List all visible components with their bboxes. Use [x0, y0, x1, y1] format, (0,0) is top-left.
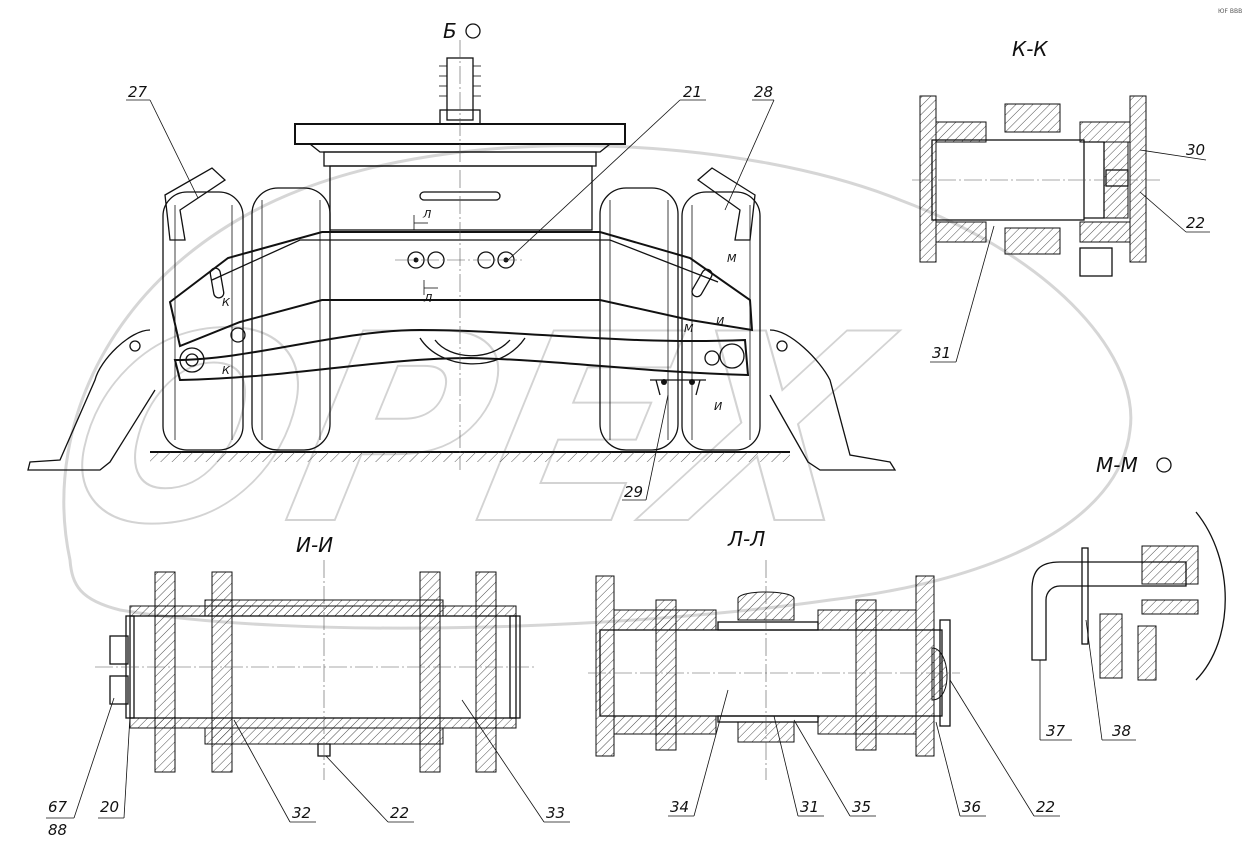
- callout-31-ll: 31: [800, 798, 819, 816]
- callout-28: 28: [754, 83, 773, 101]
- callout-34: 34: [670, 798, 689, 816]
- callout-29: 29: [624, 483, 643, 501]
- view-title-l-l: Л-Л: [727, 527, 765, 551]
- section-mark-m-top: М: [727, 252, 737, 265]
- callout-20: 20: [100, 798, 119, 816]
- callout-38: 38: [1112, 722, 1131, 740]
- callout-32: 32: [292, 804, 311, 822]
- section-mark-m-bottom: М: [684, 322, 694, 335]
- section-view-l-l: Л-Л 34 31 35 36 22: [588, 527, 1060, 817]
- callout-31-kk: 31: [932, 344, 951, 362]
- callout-88: 88: [48, 821, 67, 839]
- view-title-k-k: К-К: [1012, 37, 1048, 61]
- section-mark-l-top: Л: [422, 208, 431, 221]
- callout-33: 33: [546, 804, 565, 822]
- callout-35: 35: [852, 798, 871, 816]
- corner-mark: ЮF ВВВ: [1218, 8, 1242, 15]
- main-view-b: Л Л К К М М И И Б 27 21 28 29: [27, 19, 897, 501]
- callout-22-ll: 22: [1036, 798, 1055, 816]
- callout-22-ii: 22: [390, 804, 409, 822]
- view-title-m-m: М-М: [1096, 453, 1138, 477]
- section-mark-i-bottom: И: [714, 400, 722, 413]
- callout-67: 67: [48, 798, 68, 816]
- section-view-i-i: И-И 67 88 20 32 22 33: [46, 533, 570, 839]
- section-mark-k-bottom: К: [222, 364, 231, 377]
- callout-21: 21: [683, 83, 702, 101]
- section-mark-i-top: И: [716, 315, 724, 328]
- watermark-text: ОРЕХ: [46, 280, 911, 583]
- section-mark-k-top: К: [222, 296, 231, 309]
- view-title-i-i: И-И: [296, 533, 333, 557]
- callout-27: 27: [128, 83, 148, 101]
- section-view-k-k: К-К 30 22 31: [912, 37, 1210, 363]
- section-view-m-m: М-М 37 38: [1031, 453, 1226, 741]
- watermark: ОРЕХ: [45, 144, 1133, 630]
- section-mark-l-bottom: Л: [423, 292, 432, 305]
- callout-36: 36: [962, 798, 981, 816]
- callout-22-kk: 22: [1186, 214, 1205, 232]
- callout-30: 30: [1186, 141, 1205, 159]
- view-title-b: Б: [443, 19, 457, 43]
- callout-37: 37: [1046, 722, 1066, 740]
